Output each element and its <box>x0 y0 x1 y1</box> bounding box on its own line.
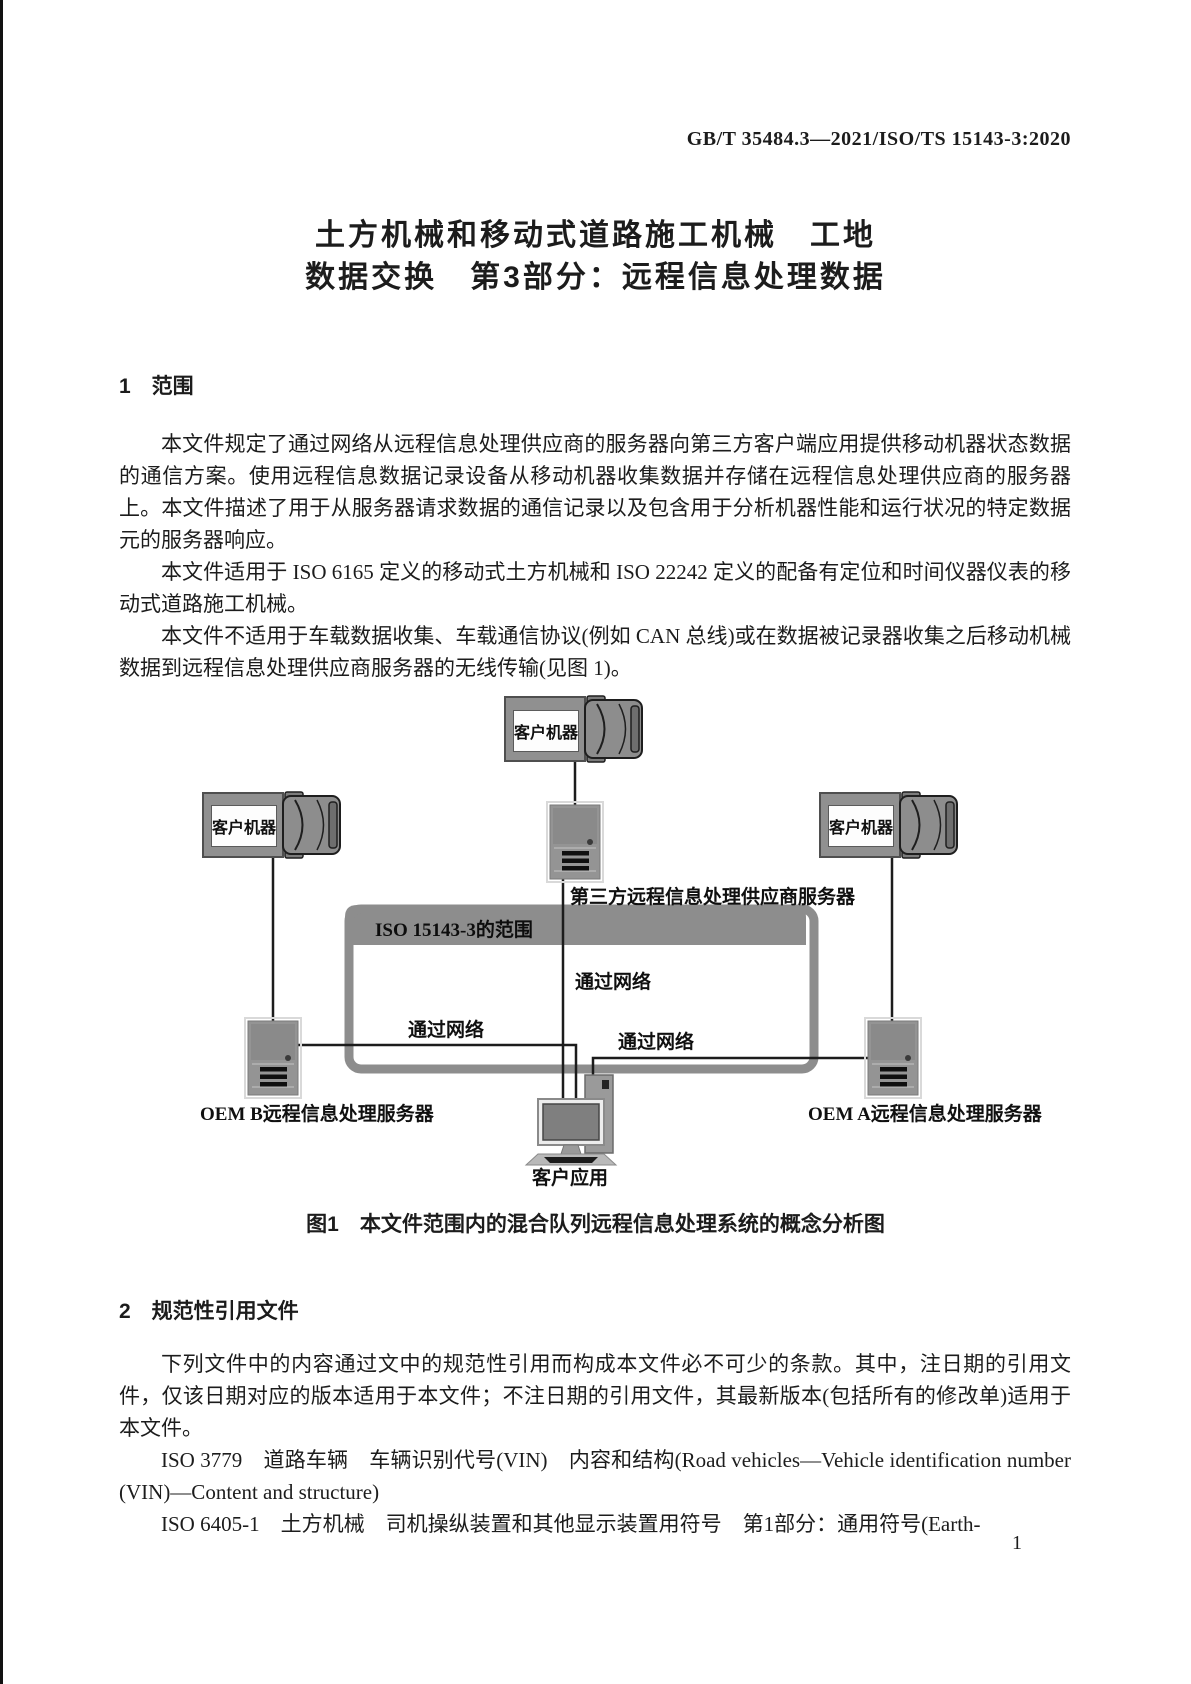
section1-body: 本文件规定了通过网络从远程信息处理供应商的服务器向第三方客户端应用提供移动机器状… <box>119 428 1071 684</box>
section2-reference-iso3779: ISO 3779 道路车辆 车辆识别代号(VIN) 内容和结构(Road veh… <box>119 1448 1071 1504</box>
line-oema-to-clientapp <box>591 1056 868 1077</box>
third-party-server-label: 第三方远程信息处理供应商服务器 <box>570 887 856 908</box>
figure-1-canvas <box>202 695 958 1166</box>
scope-frame <box>344 904 819 1074</box>
client-machine-label-left: 客户机器 <box>211 805 277 847</box>
server-icon-oem-a <box>864 1017 922 1099</box>
via-network-label-center: 通过网络 <box>575 972 652 993</box>
section1-paragraph-3: 本文件不适用于车载数据收集、车载通信协议(例如 CAN 总线)或在数据被记录器收… <box>119 624 1071 680</box>
scope-band-label: ISO 15143-3的范围 <box>375 920 533 941</box>
client-app-label: 客户应用 <box>531 1168 608 1189</box>
figure-1-diagram: 客户机器 客户机器 客户机器 第三方远程信息处理供应商服务器 ISO 15143… <box>120 695 1070 1195</box>
section1-paragraph-2: 本文件适用于 ISO 6165 定义的移动式土方机械和 ISO 22242 定义… <box>119 560 1071 616</box>
oem-b-server-label: OEM B远程信息处理服务器 <box>200 1104 434 1125</box>
document-code: GB/T 35484.3—2021/ISO/TS 15143-3:2020 <box>686 128 1071 150</box>
section1-paragraph-1: 本文件规定了通过网络从远程信息处理供应商的服务器向第三方客户端应用提供移动机器状… <box>119 432 1071 552</box>
desktop-computer-icon <box>524 1074 618 1166</box>
network-lines <box>271 761 894 1101</box>
figure-1-caption: 图1 本文件范围内的混合队列远程信息处理系统的概念分析图 <box>306 1213 885 1236</box>
section2-heading: 2 规范性引用文件 <box>119 1300 299 1323</box>
page-number: 1 <box>1012 1532 1022 1554</box>
section1-heading: 1 范围 <box>119 375 194 398</box>
section2-paragraph-1: 下列文件中的内容通过文中的规范性引用而构成本文件必不可少的条款。其中，注日期的引… <box>119 1352 1071 1440</box>
oem-a-server-label: OEM A远程信息处理服务器 <box>808 1104 1042 1125</box>
section2-reference-iso6405: ISO 6405-1 土方机械 司机操纵装置和其他显示装置用符号 第1部分：通用… <box>161 1512 981 1536</box>
server-icon-oem-b <box>244 1017 302 1099</box>
via-network-label-left: 通过网络 <box>408 1020 485 1041</box>
document-title: 土方机械和移动式道路施工机械 工地 数据交换 第3部分：远程信息处理数据 <box>0 215 1191 299</box>
document-title-line1: 土方机械和移动式道路施工机械 工地 <box>315 219 876 252</box>
scan-edge-artifact <box>0 0 3 1684</box>
line-oemb-to-clientapp <box>298 1043 578 1101</box>
client-machine-label-right: 客户机器 <box>828 805 894 847</box>
client-machine-label-top: 客户机器 <box>513 710 579 752</box>
server-icon-third-party <box>546 801 604 883</box>
document-title-line2: 数据交换 第3部分：远程信息处理数据 <box>305 261 886 294</box>
section2-body: 下列文件中的内容通过文中的规范性引用而构成本文件必不可少的条款。其中，注日期的引… <box>119 1348 1071 1540</box>
via-network-label-right: 通过网络 <box>618 1032 695 1053</box>
